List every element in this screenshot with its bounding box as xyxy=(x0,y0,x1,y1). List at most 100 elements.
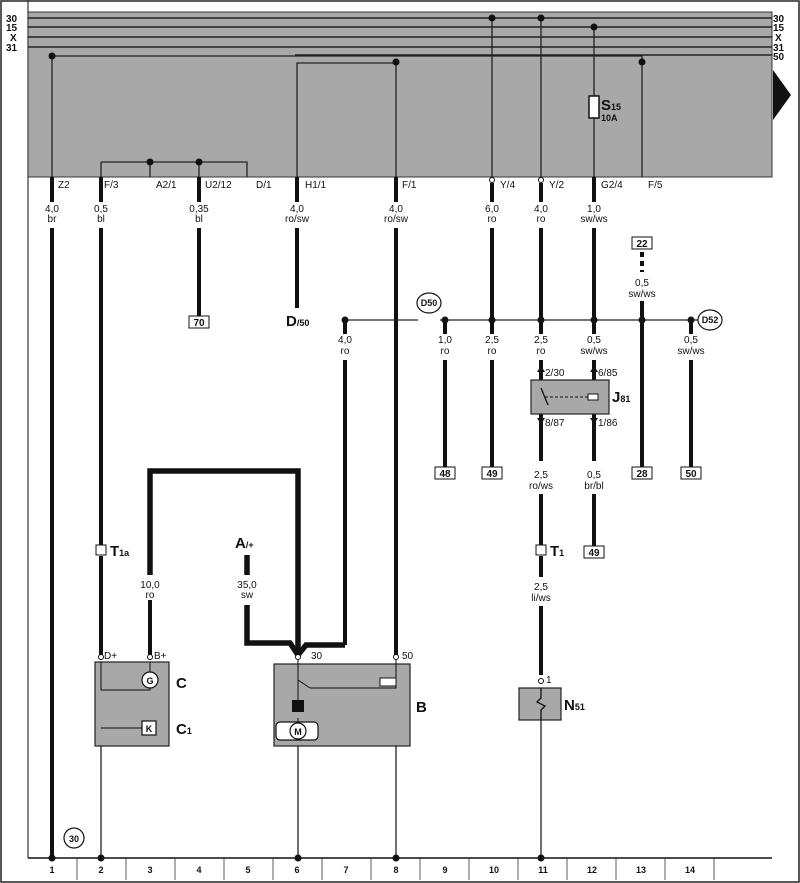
panel-junction-dots xyxy=(48,14,646,166)
heater-n51-label: N51 xyxy=(564,697,585,714)
thick-wires xyxy=(50,177,693,858)
wire-c-b-color: ro xyxy=(146,590,155,601)
column-number: 11 xyxy=(538,865,548,875)
wire-label-color: ro xyxy=(341,346,350,357)
wire-label-size: 4,0 xyxy=(338,335,352,346)
alternator-c1-label: C1 xyxy=(176,721,192,738)
wire-label-size: 1,0 xyxy=(587,204,601,215)
column-numbers xyxy=(76,858,715,880)
conn-f3: F/3 xyxy=(104,180,119,191)
bus-lines xyxy=(28,17,772,56)
conn-u212: U2/12 xyxy=(205,180,232,191)
connector-t1-icon xyxy=(535,544,547,556)
wire-j81-out2-size: 0,5 xyxy=(587,470,601,481)
wire-22-size: 0,5 xyxy=(635,278,649,289)
alternator-pin-d-plus: D+ xyxy=(104,651,117,662)
wire-label-size: 0,5 xyxy=(587,335,601,346)
wire-label-color: bl xyxy=(195,214,203,225)
wire-a-size: 35,0 xyxy=(237,580,257,591)
ground-dots xyxy=(48,854,545,862)
wire-label-size: 4,0 xyxy=(534,204,548,215)
ref-boxes xyxy=(188,315,702,559)
conn-g24: G2/4 xyxy=(601,180,623,191)
wire-22-color: sw/ws xyxy=(628,289,655,300)
column-number: 2 xyxy=(98,865,103,875)
wire-label-size: 0,5 xyxy=(684,335,698,346)
conn-z2: Z2 xyxy=(58,180,70,191)
connector-t1-label: T1 xyxy=(550,543,564,560)
bus-right-label-50: 50 xyxy=(773,52,785,63)
wire-j81-out1-size: 2,5 xyxy=(534,470,548,481)
bus-label-30: 30 xyxy=(6,14,18,25)
generator-symbol: G xyxy=(146,676,153,686)
wire-label-color: ro/sw xyxy=(384,214,409,225)
wire-label-size: 1,0 xyxy=(438,335,452,346)
label-d50: D/50 xyxy=(286,313,309,330)
heater-n51 xyxy=(518,687,562,721)
wire-label-color: ro xyxy=(488,214,497,225)
conn-f1: F/1 xyxy=(402,180,417,191)
ref-box-22 xyxy=(631,236,653,250)
mid-wire-labels: 4,0 ro 1,0 ro 2,5 ro 2,5 ro 0,5 sw/ws 0,… xyxy=(338,335,705,357)
wire-label-size: 4,0 xyxy=(389,204,403,215)
relay-j81-label: J81 xyxy=(612,389,630,406)
starter-pins xyxy=(295,654,399,660)
connector-labels: Z2 F/3 A2/1 U2/12 D/1 H1/1 F/1 Y/4 Y/2 G… xyxy=(58,180,663,191)
fuse-s15-icon xyxy=(588,95,600,119)
wire-label-size: 6,0 xyxy=(485,204,499,215)
relay-panel xyxy=(27,11,773,178)
column-number: 9 xyxy=(442,865,447,875)
node-bus-dots xyxy=(341,316,695,324)
alternator-pin-b-plus: B+ xyxy=(154,651,167,662)
column-number: 12 xyxy=(587,865,597,875)
wire-label-size: 2,5 xyxy=(485,335,499,346)
bus-right-label-30: 30 xyxy=(773,14,785,25)
wire-j81-out1-color: ro/ws xyxy=(529,481,553,492)
ref-box-49-lower: 49 xyxy=(588,548,600,559)
column-number: 7 xyxy=(343,865,348,875)
wire-label-size: 4,0 xyxy=(290,204,304,215)
connector-t1a-icon xyxy=(95,544,107,556)
column-number: 3 xyxy=(147,865,152,875)
relay-pin-230: 2/30 xyxy=(545,368,565,379)
alternator-internal-wires xyxy=(100,662,151,729)
starter-internal-wires xyxy=(297,660,397,724)
relay-pin-186: 1/86 xyxy=(598,418,618,429)
label-a-plus: A/+ xyxy=(235,535,254,552)
bus-label-31: 31 xyxy=(6,43,18,54)
column-number: 10 xyxy=(489,865,499,875)
wire-n51-size: 2,5 xyxy=(534,582,548,593)
node-d50-label: D50 xyxy=(421,298,438,308)
wire-label-color: ro xyxy=(537,346,546,357)
node-d52 xyxy=(697,309,723,331)
wire-c-b-size: 10,0 xyxy=(140,580,160,591)
bus-right-label-x: X xyxy=(775,33,782,44)
wire-label-color: sw/ws xyxy=(580,346,607,357)
heater-pin xyxy=(538,678,544,684)
column-number: 14 xyxy=(685,865,695,875)
wire-label-color: br xyxy=(48,214,58,225)
ref-box-50: 50 xyxy=(685,469,697,480)
column-number: 6 xyxy=(294,865,299,875)
heavy-cables xyxy=(147,468,345,657)
node-d50 xyxy=(416,292,442,314)
relay-pin-887: 8/87 xyxy=(545,418,565,429)
bus-label-15: 15 xyxy=(6,23,18,34)
heater-element-icon xyxy=(535,688,547,720)
column-number: 8 xyxy=(393,865,398,875)
starter-contact-icon xyxy=(292,700,304,712)
motor-symbol: M xyxy=(294,727,302,737)
column-number: 5 xyxy=(245,865,250,875)
conn-h11: H1/1 xyxy=(305,180,327,191)
wire-label-color: ro xyxy=(441,346,450,357)
relay-arrows xyxy=(537,366,598,424)
bus-label-x: X xyxy=(10,33,17,44)
wire-a-color: sw xyxy=(241,590,254,601)
ref-box-28: 28 xyxy=(636,469,648,480)
wire-j81-out2-color: br/bl xyxy=(584,481,603,492)
wire-label-size: 4,0 xyxy=(45,204,59,215)
node-d52-label: D52 xyxy=(702,315,719,325)
node-30 xyxy=(63,827,85,849)
starter-b-label: B xyxy=(416,699,427,716)
connector-pins xyxy=(489,177,544,183)
